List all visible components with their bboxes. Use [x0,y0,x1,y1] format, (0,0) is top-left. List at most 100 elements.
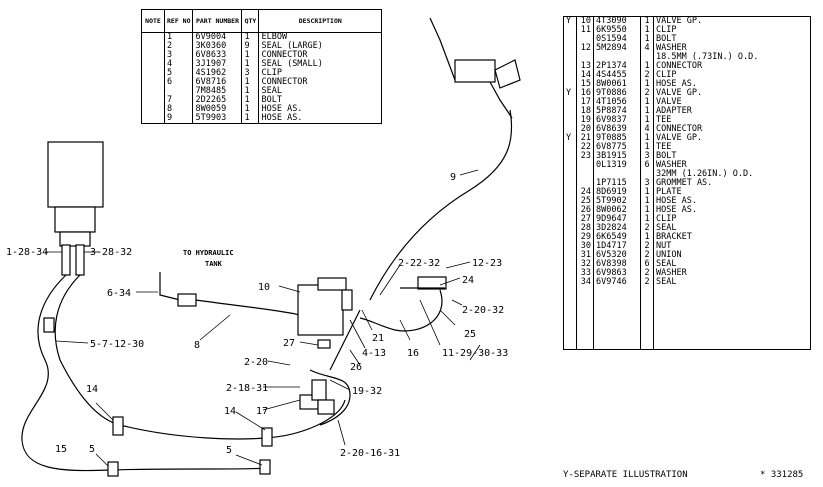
small-parts-table: NOTE REF NO PART NUMBER QTY DESCRIPTION … [141,9,382,124]
cell-ref: 9 [163,114,194,124]
callout-16: 16 [407,348,419,359]
clip-5a [107,461,119,477]
cell-desc: TEE [653,116,811,125]
table-filler [563,287,811,350]
cell-desc: HOSE AS. [653,80,811,89]
cell-qty: 1 [241,60,260,69]
cell-desc: UNION [653,251,811,260]
callout-5-7-12-30: 5-7-12-30 [90,339,144,350]
cell-ref [576,170,594,179]
cell-note [141,60,165,69]
cell-ref: 4 [163,60,194,69]
manifold-24 [417,276,447,290]
cell-desc: VALVE GP. [653,134,811,143]
cell-note [141,32,165,42]
cell-desc: BOLT [258,96,382,105]
left-hose-return [54,274,346,440]
cell-note: Y [563,89,577,98]
left-valve-fittings [59,231,91,247]
cell-desc: WASHER [653,44,811,53]
callout-1-28-34: 1-28-34 [6,247,48,258]
clip-14 [112,416,124,436]
cell-desc: BOLT [653,152,811,161]
cell-desc: CONNECTOR [653,125,811,134]
cell-desc: BOLT [653,35,811,44]
cell-ref [163,87,194,96]
cell-ref: 6 [163,78,194,87]
cell-part: 0L1319 [593,161,641,170]
cell-desc: HOSE AS. [258,105,382,114]
cell-note [141,114,165,124]
valve-group-10 [297,284,344,336]
cell-ref: 12 [576,44,594,53]
cell-desc: NUT [653,242,811,251]
cell-note [141,96,165,105]
cell-ref [576,161,594,170]
cell-ref: 23 [576,152,594,161]
cell-desc: 32MM (1.26IN.) O.D. [653,170,811,179]
cell-note [563,26,577,35]
cell-note [563,143,577,152]
cell-note [563,35,577,44]
hose-8 [195,299,301,316]
callout-4-13: 4-13 [362,348,386,359]
cell-desc: CLIP [653,71,811,80]
valve-17 [311,379,327,401]
cell-qty: 1 [241,96,260,105]
cell-desc: SEAL [258,87,382,96]
small-table-header: NOTE REF NO PART NUMBER QTY DESCRIPTION [141,9,382,33]
cell-note [141,78,165,87]
cell-desc: 18.5MM (.73IN.) O.D. [653,53,811,62]
cell-desc: CONNECTOR [258,78,382,87]
callout-5a: 5 [89,444,95,455]
cell-note [563,215,577,224]
cell-part: 5M2894 [593,44,641,53]
callout-19-32: 19-32 [352,386,382,397]
cell-note [141,69,165,78]
cell-desc: SEAL [653,278,811,287]
callout-11-29-30-33: 11-29-30-33 [442,348,508,359]
cell-qty: 2 [640,278,654,287]
clip-14b [261,427,273,447]
callout-14a: 14 [86,384,98,395]
cell-note [563,233,577,242]
callout-2-20-32: 2-20-32 [462,305,504,316]
cell-qty: 1 [241,87,260,96]
clip-5-7-12-30 [43,317,55,333]
callout-10: 10 [258,282,270,293]
cell-note: Y [563,134,577,143]
cell-note [563,116,577,125]
header-part: PART NUMBER [192,9,243,33]
cell-note [563,197,577,206]
callout-2-18-31: 2-18-31 [226,383,268,394]
cell-desc: SEAL (LARGE) [258,42,382,51]
callout-27: 27 [283,338,295,349]
cell-note [563,269,577,278]
hose-9 [369,109,513,301]
callout-2-20: 2-20 [244,357,268,368]
cell-desc: HOSE AS. [653,206,811,215]
callout-14b: 14 [224,406,236,417]
cell-desc: HOSE AS. [653,197,811,206]
cell-ref: 3 [163,51,194,60]
